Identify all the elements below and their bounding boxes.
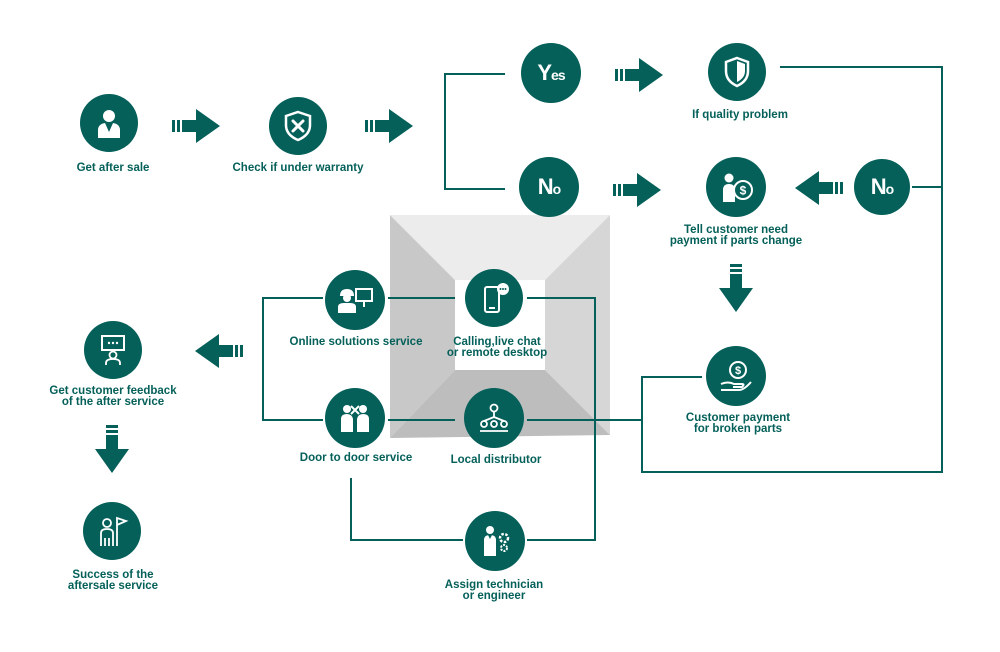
customer-payment-label: Customer payment for broken parts [685, 412, 791, 435]
user-tie-icon [98, 110, 120, 138]
no-word-right: No [870, 174, 894, 199]
check-warranty-node[interactable] [269, 97, 327, 155]
svg-text:$: $ [740, 184, 747, 198]
online-solutions-node[interactable] [325, 270, 385, 330]
door-to-door-label: Door to door service [299, 452, 413, 464]
connector-lines [262, 66, 943, 541]
door-to-door-node[interactable] [325, 388, 385, 448]
calling-node[interactable] [465, 269, 523, 327]
arrow-to-split [365, 109, 413, 143]
assign-technician-node[interactable] [465, 511, 525, 571]
get-after-sale-label: Get after sale [76, 162, 150, 174]
success-node[interactable] [83, 502, 141, 560]
local-distributor-node[interactable] [464, 388, 524, 448]
presenter-icon [101, 335, 125, 365]
computer-worker-icon [338, 288, 373, 313]
network-people-icon [480, 403, 508, 432]
flag-person-icon [100, 516, 129, 546]
quality-problem-node[interactable] [708, 43, 766, 101]
yes-node[interactable]: Yes [521, 43, 581, 103]
get-after-sale-node[interactable] [80, 94, 138, 152]
arrow-to-check-warranty [172, 109, 220, 143]
arrow-to-payment [719, 264, 753, 312]
tell-customer-node[interactable]: $ [706, 157, 766, 217]
hand-coin-icon: $ [720, 361, 752, 391]
no-word-left: No [537, 174, 561, 199]
arrow-no-to-tell [795, 171, 843, 205]
success-label: Success of the aftersale service [67, 569, 159, 592]
svg-text:$: $ [735, 365, 741, 377]
shield-icon [724, 56, 750, 88]
online-solutions-label: Online solutions service [289, 336, 423, 348]
assign-technician-label: Assign technician or engineer [444, 579, 544, 602]
quality-problem-label: If quality problem [692, 109, 788, 121]
no-node-right[interactable]: No [854, 159, 910, 215]
customer-payment-node[interactable]: $ [706, 346, 766, 406]
local-distributor-label: Local distributor [450, 454, 542, 466]
engineer-gear-icon [484, 526, 510, 556]
arrow-to-success [95, 425, 129, 473]
arrow-to-feedback [195, 334, 243, 368]
calling-label: Calling,live chat or remote desktop [446, 336, 548, 359]
yes-word: Yes [537, 60, 565, 85]
shield-tools-icon [284, 110, 312, 142]
arrow-to-quality [615, 58, 663, 92]
tell-customer-label: Tell customer need payment if parts chan… [669, 224, 803, 247]
technicians-icon [341, 405, 369, 432]
arrow-to-tell-customer [613, 173, 661, 207]
check-warranty-label: Check if under warranty [232, 162, 364, 174]
customer-feedback-label: Get customer feedback of the after servi… [49, 385, 177, 408]
phone-chat-icon [484, 283, 509, 313]
person-moneybag-icon: $ [723, 173, 753, 202]
no-node-left[interactable]: No [519, 157, 579, 217]
customer-feedback-node[interactable] [84, 321, 142, 379]
